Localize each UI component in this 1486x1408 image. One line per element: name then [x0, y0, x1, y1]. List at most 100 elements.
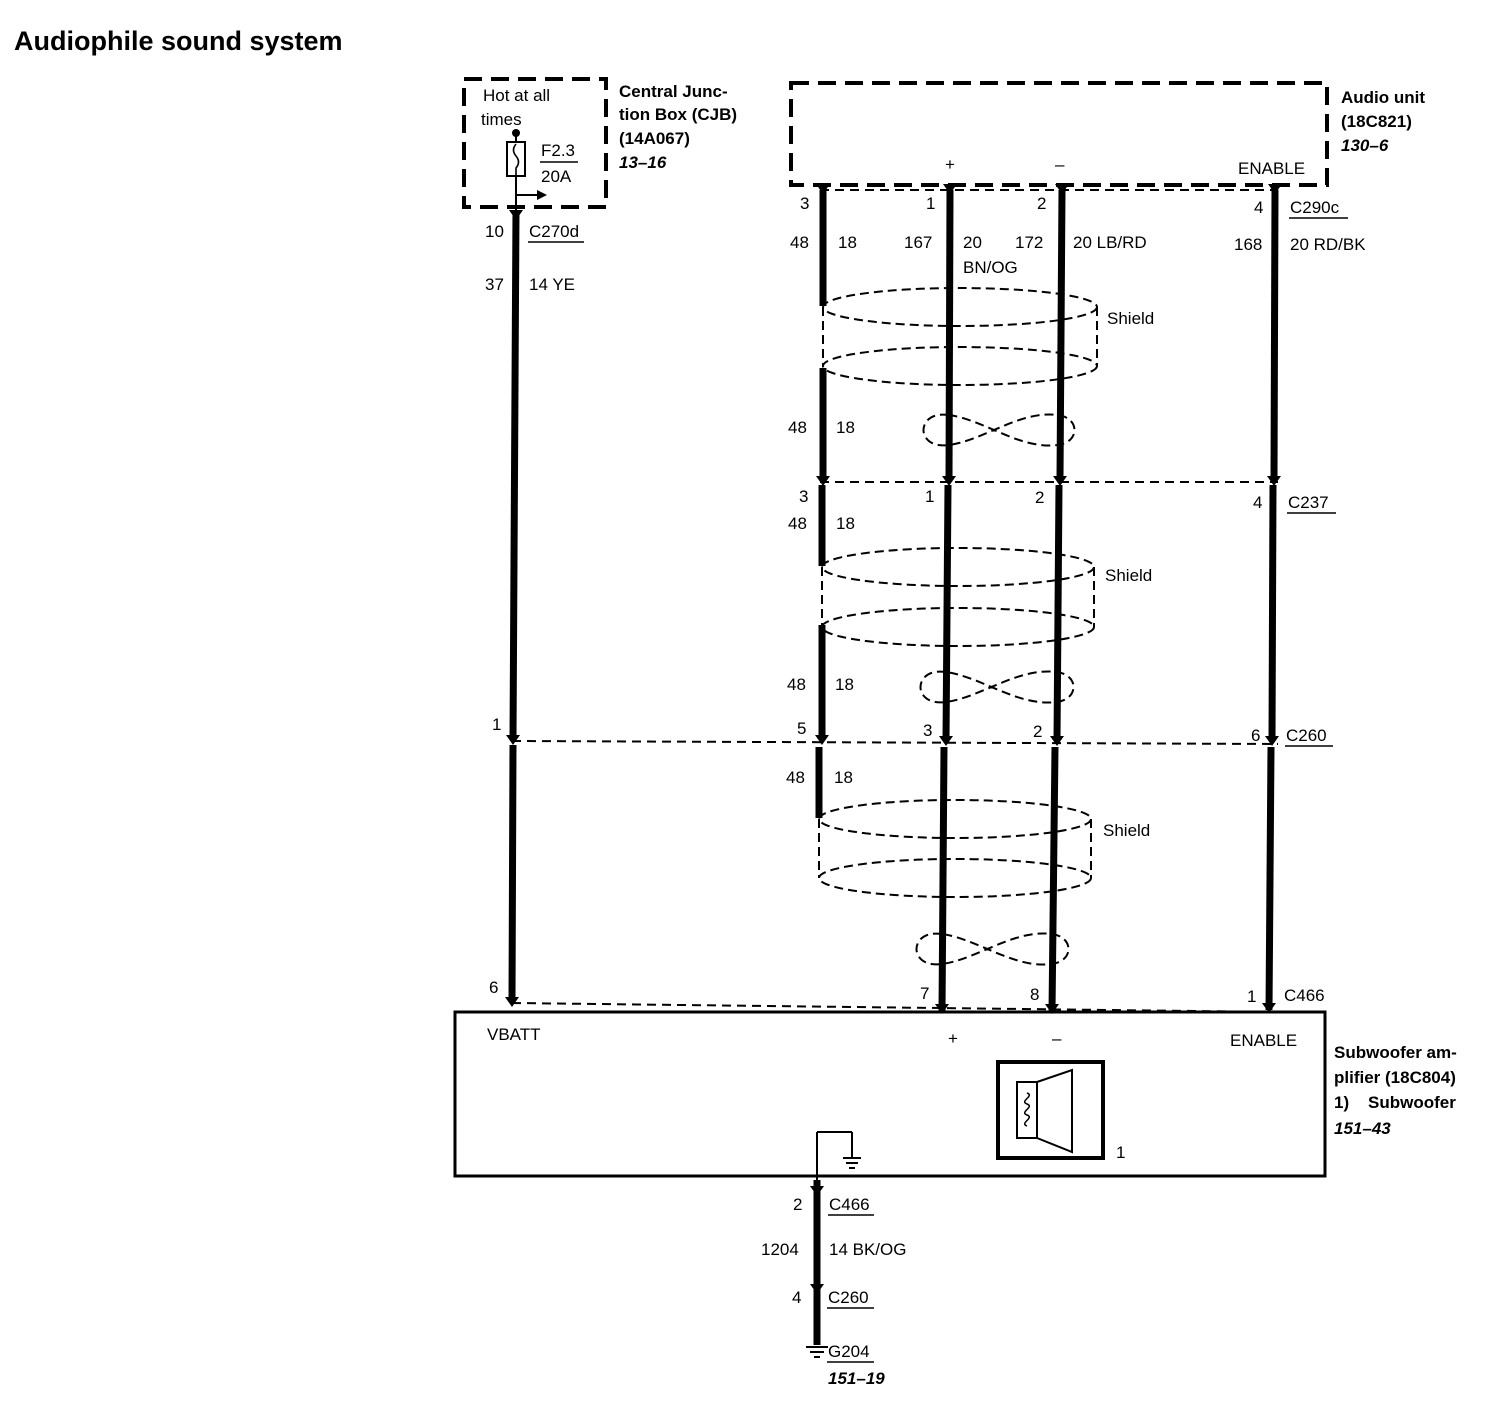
enable-circuit-number: 168	[1234, 235, 1262, 254]
cjb-page-ref: 13–16	[619, 153, 667, 172]
shield-wire-spec-5: 18	[834, 768, 853, 787]
connector-c237: C237	[1288, 493, 1329, 512]
shield-circuit-number-2: 48	[788, 418, 807, 437]
plus-wire-spec-1: 20	[963, 233, 982, 252]
connector-pin-markers	[505, 184, 1282, 1294]
diagram-title: Audiophile sound system	[14, 26, 343, 56]
subwoofer-speaker-icon	[996, 1060, 1105, 1160]
cjb-name-1: Central Junc-	[619, 82, 728, 101]
vbatt-wire-spec: 14 YE	[529, 275, 575, 294]
amp-item-number: 1)	[1334, 1093, 1349, 1112]
shield-wire-spec-1: 18	[838, 233, 857, 252]
subwoofer-amplifier: VBATT + – ENABLE 1 Subwoofer am- plifier…	[453, 1010, 1457, 1180]
amp-item-name: Subwoofer	[1368, 1093, 1456, 1112]
pin-c466-minus: 8	[1030, 985, 1039, 1004]
amp-plus-label: +	[948, 1029, 958, 1048]
plus-wire-spec-2: BN/OG	[963, 258, 1018, 277]
cjb-hot-label-2: times	[481, 110, 522, 129]
shield-wire-spec-3: 18	[836, 514, 855, 533]
shield-circuit-number-1: 48	[790, 233, 809, 252]
shield-1	[822, 287, 1098, 386]
pin-c290c-plus: 1	[926, 194, 935, 213]
speaker-minus-wire	[1048, 189, 1066, 1013]
pin-c466-ground: 2	[793, 1195, 802, 1214]
audio-unit: + – ENABLE Audio unit (18C821) 130–6	[789, 81, 1425, 187]
shield-2	[821, 547, 1095, 647]
pin-c237-plus: 1	[925, 487, 934, 506]
audio-unit-page-ref: 130–6	[1341, 136, 1389, 155]
cjb-outline	[462, 77, 608, 209]
ground-wire-spec: 14 BK/OG	[829, 1240, 906, 1259]
internal-ground-icon	[816, 1131, 861, 1180]
minus-circuit-number: 172	[1015, 233, 1043, 252]
audio-unit-name: Audio unit	[1341, 88, 1425, 107]
connector-c290c: C290c	[1290, 198, 1340, 217]
pin-c237-shield: 3	[799, 487, 808, 506]
amp-vbatt-label: VBATT	[487, 1025, 541, 1044]
pin-c290c-minus: 2	[1037, 194, 1046, 213]
shield-label-2: Shield	[1105, 566, 1152, 585]
amplifier-outline	[453, 1010, 1327, 1178]
ground-circuit-number: 1204	[761, 1240, 799, 1259]
shield-wire-spec-4: 18	[835, 675, 854, 694]
pin-c466-enable: 1	[1247, 987, 1256, 1006]
pin-c260-shield: 5	[797, 719, 806, 738]
pin-c270d-vbatt: 10	[485, 222, 504, 241]
shield-label-3: Shield	[1103, 821, 1150, 840]
audio-unit-minus: –	[1055, 155, 1065, 174]
twisted-pair-2	[919, 670, 1075, 704]
connector-c466-bottom: C466	[829, 1195, 870, 1214]
pin-c237-enable: 4	[1253, 493, 1262, 512]
connector-c466-top: C466	[1284, 986, 1325, 1005]
connector-c270d: C270d	[529, 222, 579, 241]
audio-unit-enable: ENABLE	[1238, 159, 1305, 178]
shield-circuit-number-4: 48	[787, 675, 806, 694]
cjb-part-number: (14A067)	[619, 129, 690, 148]
twisted-pair-1	[922, 413, 1076, 447]
fuse-icon	[506, 129, 547, 214]
shield-wire-spec-2: 18	[836, 418, 855, 437]
amp-minus-label: –	[1052, 1029, 1062, 1048]
shield-label-1: Shield	[1107, 309, 1154, 328]
pin-c290c-shield: 3	[800, 194, 809, 213]
pin-c260-ground: 4	[792, 1288, 801, 1307]
audio-unit-part-number: (18C821)	[1341, 112, 1412, 131]
pin-c466-plus: 7	[920, 984, 929, 1003]
pin-c260-enable: 6	[1251, 726, 1260, 745]
amp-name-2: plifier (18C804)	[1334, 1068, 1456, 1087]
vbatt-circuit-number: 37	[485, 275, 504, 294]
cjb-name-2: tion Box (CJB)	[619, 105, 737, 124]
pin-c260-vbatt: 1	[492, 715, 501, 734]
speaker-callout-number: 1	[1116, 1143, 1125, 1162]
amp-page-ref: 151–43	[1334, 1119, 1391, 1138]
shield-circuit-number-3: 48	[788, 514, 807, 533]
shield-circuit-number-5: 48	[786, 768, 805, 787]
pin-c260-minus: 2	[1033, 722, 1042, 741]
pin-c237-minus: 2	[1035, 488, 1044, 507]
wire-labels: 10 C270d 37 14 YE 3 1 2 4 C290c 48 18 16…	[485, 194, 1366, 1006]
ground-page-ref: 151–19	[828, 1369, 885, 1388]
chassis-ground-icon	[806, 1346, 828, 1358]
c260-connector-line	[511, 740, 1279, 745]
pin-c466-vbatt: 6	[489, 978, 498, 997]
twisted-pair-3	[915, 932, 1070, 966]
fuse-rating: 20A	[541, 167, 572, 186]
pin-c290c-enable: 4	[1254, 198, 1263, 217]
cjb-hot-label-1: Hot at all	[483, 86, 550, 105]
connector-c260: C260	[1286, 726, 1327, 745]
connector-c260-bottom: C260	[828, 1288, 869, 1307]
ground-circuit: 2 C466 1204 14 BK/OG 4 C260 G204 151–19	[761, 1195, 906, 1388]
shield-3	[818, 799, 1092, 898]
vbatt-wire	[508, 209, 520, 1001]
pin-c260-plus: 3	[923, 721, 932, 740]
ground-point-g204: G204	[828, 1342, 870, 1361]
central-junction-box: Hot at all times F2.3 20A Central Junc- …	[462, 77, 737, 214]
amp-enable-label: ENABLE	[1230, 1031, 1297, 1050]
plus-circuit-number: 167	[904, 233, 932, 252]
amp-name-1: Subwoofer am-	[1334, 1043, 1457, 1062]
speaker-plus-wire	[938, 189, 954, 1013]
fuse-id: F2.3	[541, 141, 575, 160]
enable-wire	[1265, 189, 1279, 1011]
shield-drain-wire	[815, 190, 827, 818]
